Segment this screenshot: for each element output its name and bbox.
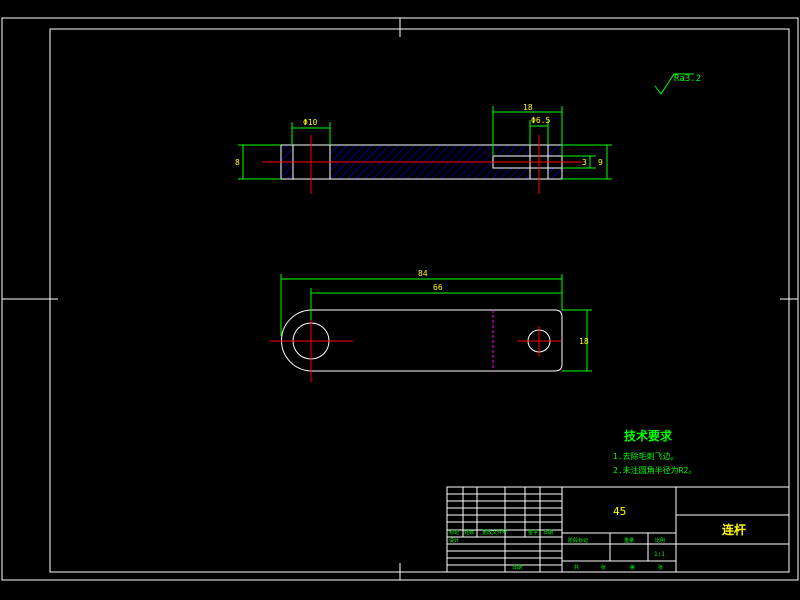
tb-label-design: 设计 xyxy=(449,537,459,544)
dim-text-right-height: 18 xyxy=(579,337,589,346)
requirements-item-2: 2.未注圆角半径为R2。 xyxy=(613,465,696,475)
tb-label-sheet2: 张 xyxy=(658,564,663,571)
sheet-border xyxy=(1,17,799,581)
top-view: 84 66 18 xyxy=(270,269,592,382)
dim-text-centers: 66 xyxy=(433,283,443,292)
tb-label-page: 第 xyxy=(630,564,635,571)
title-block-text: 45 连杆 1:1 标记 处数 更改文件号 签字 日期 设计 日期 阶段标记 重… xyxy=(449,505,746,571)
tb-label-date: 日期 xyxy=(543,530,553,536)
tb-label-mark: 标记 xyxy=(449,529,459,536)
tb-label-scale: 比例 xyxy=(655,537,665,544)
tb-label-date2: 日期 xyxy=(512,565,522,571)
section-view: Φ10 Φ6.5 18 8 3 9 xyxy=(235,103,612,194)
scale-text: 1:1 xyxy=(654,551,665,558)
part-name-text: 连杆 xyxy=(722,522,746,537)
material-text: 45 xyxy=(613,505,626,518)
tb-label-stage: 阶段标记 xyxy=(568,537,588,544)
tb-label-sheet: 张 xyxy=(601,564,606,571)
revision-grid xyxy=(447,487,562,572)
roughness-check-icon xyxy=(654,73,694,95)
tb-label-count: 处数 xyxy=(464,529,474,536)
link-outline xyxy=(281,309,563,372)
dim-text-hole-left: Φ10 xyxy=(303,118,318,127)
requirements-item-1: 1.去除毛刺飞边。 xyxy=(613,451,679,461)
dim-text-overall: 84 xyxy=(418,269,428,278)
roughness-label: Ra3.2 xyxy=(674,74,701,84)
tb-label-total: 共 xyxy=(574,564,579,571)
dim-text-height-left: 8 xyxy=(235,158,240,167)
tb-label-weight: 重量 xyxy=(624,537,634,544)
inner-frame xyxy=(49,28,790,573)
tb-label-sign: 签字 xyxy=(528,529,538,536)
requirements-title: 技术要求 xyxy=(624,428,673,443)
outer-frame xyxy=(1,17,799,581)
dim-text-hole-right: Φ6.5 xyxy=(531,116,550,125)
title-block xyxy=(446,486,790,573)
technical-requirements: 技术要求 1.去除毛刺飞边。 2.未注圆角半径为R2。 xyxy=(613,428,696,475)
tb-label-file: 更改文件号 xyxy=(482,529,507,536)
dim-text-slot-length: 18 xyxy=(523,103,533,112)
roughness-symbol: Ra3.2 xyxy=(654,73,701,95)
dim-text-height-right: 9 xyxy=(598,158,603,167)
dim-text-slot-width: 3 xyxy=(582,158,587,167)
